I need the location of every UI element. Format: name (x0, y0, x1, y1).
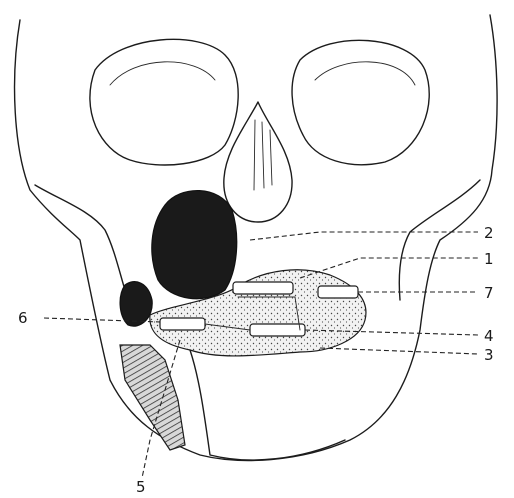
nasal-bone (224, 102, 292, 222)
right-orbit-rim (315, 62, 415, 85)
skull-outline (15, 15, 498, 460)
callout-label-5: 5 (136, 478, 146, 496)
callout-label-1: 1 (484, 250, 494, 268)
fixation-plate-4 (250, 324, 305, 336)
left-eye-socket (90, 39, 238, 165)
right-eye-socket (292, 40, 429, 164)
callout-label-3: 3 (484, 346, 494, 364)
left-dark-region (120, 282, 152, 326)
fixation-plate-6 (160, 318, 205, 330)
leader-line-2 (250, 232, 478, 240)
fixation-plate-1 (233, 282, 293, 294)
mandible-outline (190, 350, 345, 460)
maxillary-defect (152, 191, 237, 299)
callout-label-7: 7 (484, 284, 494, 302)
mandible-fragment (120, 345, 185, 450)
leader-line-3 (320, 348, 478, 354)
fixation-plate-7 (318, 286, 358, 298)
callout-label-2: 2 (484, 224, 494, 242)
left-orbit-rim (110, 62, 215, 85)
callout-label-6: 6 (18, 309, 28, 327)
left-cheekbone (35, 185, 128, 300)
callout-label-4: 4 (484, 327, 494, 345)
